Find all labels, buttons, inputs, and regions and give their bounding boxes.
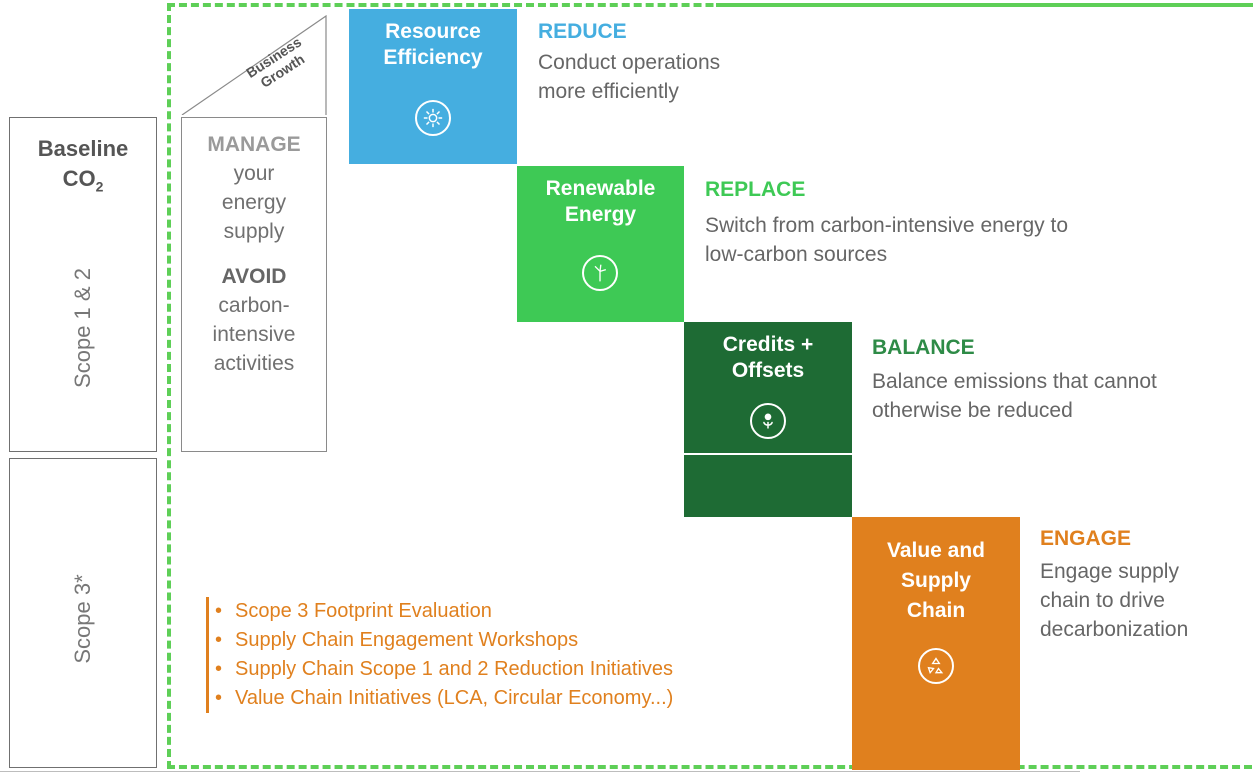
bottom-rule — [0, 771, 1080, 772]
replace-line-2: low-carbon sources — [705, 243, 888, 266]
value-supply-chain-box: Value and Supply Chain — [852, 517, 1020, 770]
avoid-line-3: activities — [213, 352, 295, 375]
list-item: Supply Chain Scope 1 and 2 Reduction Ini… — [215, 655, 867, 684]
credits-line-1: Credits + — [722, 333, 814, 356]
solid-top-line — [716, 3, 1253, 7]
scope3-initiatives-list: Scope 3 Footprint Evaluation Supply Chai… — [206, 597, 867, 713]
manage-line-1: your — [233, 162, 275, 185]
renewable-line-2: Energy — [564, 203, 637, 226]
manage-line-2: energy — [221, 191, 287, 214]
co2-subscript: 2 — [95, 178, 104, 195]
replace-heading: REPLACE — [705, 178, 806, 201]
resource-efficiency-box: Resource Efficiency — [349, 9, 517, 164]
reduce-description: Conduct operations more efficiently — [538, 48, 720, 106]
engage-line-3: decarbonization — [1040, 618, 1189, 641]
engage-heading: ENGAGE — [1040, 527, 1132, 550]
engage-line-1: Engage supply — [1040, 560, 1179, 583]
wind-turbine-icon — [582, 255, 618, 291]
engage-line-2: chain to drive — [1040, 589, 1165, 612]
resource-line-1: Resource — [385, 20, 481, 43]
coin-plant-icon — [750, 403, 786, 439]
balance-line-2: otherwise be reduced — [872, 399, 1073, 422]
co2-label: CO — [62, 166, 96, 191]
manage-box: MANAGE your energy supply AVOID carbon- … — [181, 117, 327, 452]
recycle-icon — [918, 648, 954, 684]
value-line-3: Chain — [906, 599, 966, 622]
baseline-box: Baseline CO2 Scope 1 & 2 — [9, 117, 157, 452]
business-growth-triangle — [181, 15, 327, 115]
list-item: Value Chain Initiatives (LCA, Circular E… — [215, 684, 867, 713]
renewable-energy-box: Renewable Energy — [517, 166, 684, 322]
credits-offsets-box: Credits + Offsets — [684, 322, 852, 517]
resource-line-2: Efficiency — [383, 46, 483, 69]
scope-3-label: Scope 3* — [70, 574, 95, 664]
engage-description: Engage supply chain to drive decarboniza… — [1040, 557, 1188, 644]
credits-line-2: Offsets — [731, 359, 805, 382]
value-line-1: Value and — [886, 539, 986, 562]
dashed-frame — [167, 3, 1252, 769]
scope-1-2-label: Scope 1 & 2 — [70, 268, 95, 388]
list-item: Scope 3 Footprint Evaluation — [215, 597, 867, 626]
balance-description: Balance emissions that cannot otherwise … — [872, 367, 1157, 425]
credits-divider — [684, 453, 852, 455]
reduce-line-1: Conduct operations — [538, 51, 721, 74]
balance-line-1: Balance emissions that cannot — [872, 370, 1157, 393]
replace-description: Switch from carbon-intensive energy to l… — [705, 211, 1068, 269]
renewable-line-1: Renewable — [545, 177, 656, 200]
gear-icon — [415, 100, 451, 136]
baseline-title: Baseline CO2 — [10, 134, 156, 201]
balance-heading: BALANCE — [872, 336, 975, 359]
baseline-label: Baseline — [37, 136, 129, 161]
value-line-2: Supply — [900, 569, 971, 592]
manage-heading: MANAGE — [207, 133, 301, 156]
reduce-line-2: more efficiently — [538, 80, 679, 103]
scope3-box: Scope 3* — [9, 458, 157, 768]
list-item: Supply Chain Engagement Workshops — [215, 626, 867, 655]
avoid-line-2: intensive — [212, 323, 296, 346]
avoid-heading: AVOID — [221, 265, 287, 288]
manage-line-3: supply — [223, 220, 285, 243]
reduce-heading: REDUCE — [538, 20, 627, 43]
replace-line-1: Switch from carbon-intensive energy to — [705, 214, 1068, 237]
avoid-line-1: carbon- — [218, 294, 290, 317]
